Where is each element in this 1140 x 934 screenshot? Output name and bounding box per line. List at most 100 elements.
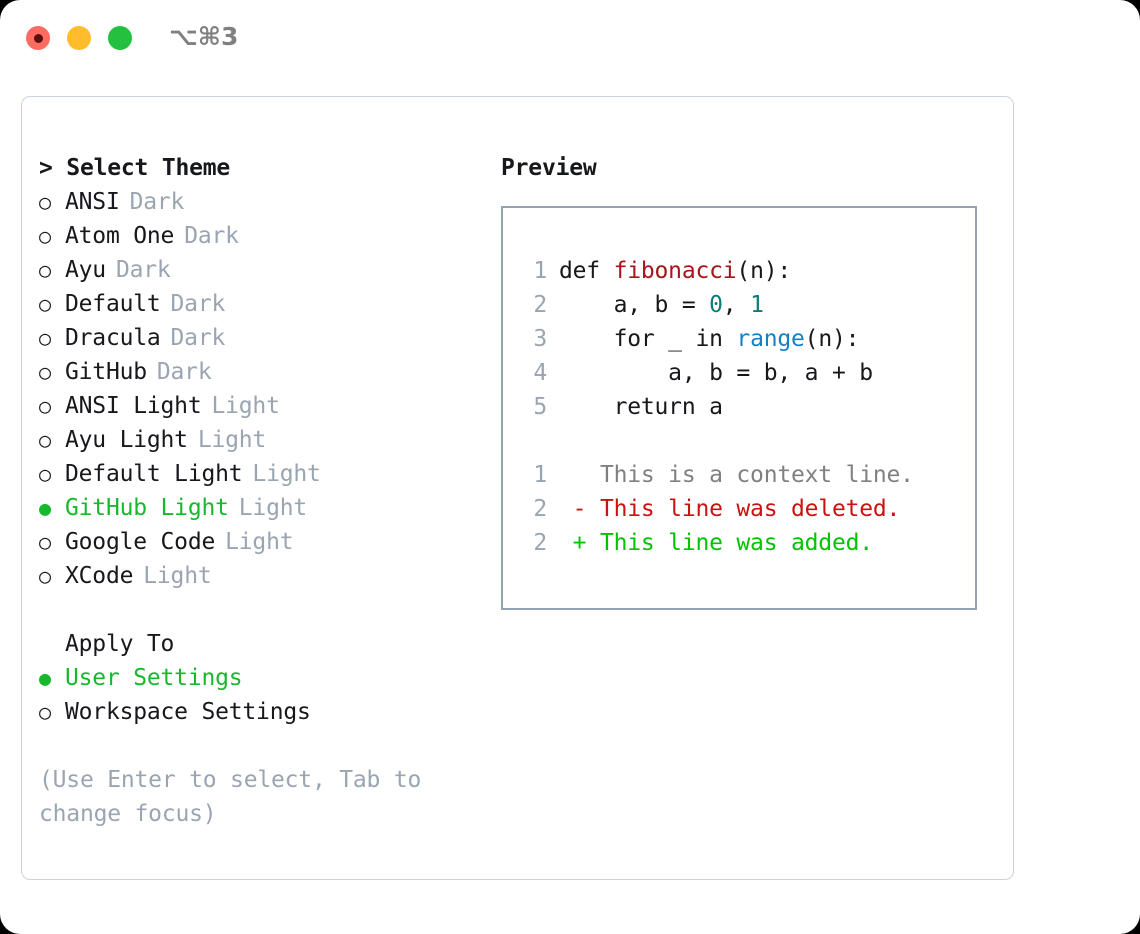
line-number: 2 — [533, 496, 547, 522]
theme-option-label: Google Code — [65, 529, 216, 555]
code-token-call: range — [736, 326, 805, 352]
code-token-fn: fibonacci — [613, 258, 737, 284]
code-line: 5 return a — [521, 390, 969, 424]
code-token-num: 1 — [750, 292, 764, 318]
radio-unselected-icon: ○ — [39, 326, 51, 350]
theme-variant-tag: Light — [197, 427, 267, 453]
theme-variant-tag: Light — [238, 495, 308, 521]
theme-option-label: Atom One — [65, 223, 175, 249]
radio-unselected-icon: ○ — [39, 258, 51, 282]
radio-unselected-icon: ○ — [39, 700, 51, 724]
theme-option-label: GitHub — [65, 359, 147, 385]
radio-unselected-icon: ○ — [39, 190, 51, 214]
line-number: 4 — [533, 360, 547, 386]
line-number: 2 — [533, 292, 547, 318]
theme-option-label: Ayu Light — [65, 427, 188, 453]
code-line: 4 a, b = b, a + b — [521, 356, 969, 390]
minimize-button[interactable] — [67, 26, 91, 50]
diff-line-text: - This line was deleted. — [559, 496, 901, 522]
diff-line-text: This is a context line. — [559, 462, 914, 488]
apply-to-option-workspace-settings[interactable]: ○ Workspace Settings — [39, 695, 489, 729]
code-diff-spacer — [521, 424, 969, 458]
code-token-plain: a, b = b, a + b — [559, 360, 873, 386]
theme-option-label: Dracula — [65, 325, 161, 351]
radio-selected-icon: ● — [39, 496, 51, 520]
diff-line-ctx: 1 This is a context line. — [521, 458, 969, 492]
code-token-plain: (n): — [804, 326, 860, 352]
radio-unselected-icon: ○ — [39, 292, 51, 316]
code-line: 3 for _ in range(n): — [521, 322, 969, 356]
theme-option-xcode[interactable]: ○ XCode Light — [39, 559, 489, 593]
radio-unselected-icon: ○ — [39, 564, 51, 588]
line-number: 1 — [533, 258, 547, 284]
keyboard-hint: (Use Enter to select, Tab to change focu… — [39, 767, 422, 827]
zoom-button[interactable] — [108, 26, 132, 50]
radio-selected-icon: ● — [39, 666, 51, 690]
code-line: 2 a, b = 0, 1 — [521, 288, 969, 322]
theme-variant-tag: Dark — [129, 189, 185, 215]
line-number: 5 — [533, 394, 547, 420]
diff-sample: 1 This is a context line.2 - This line w… — [521, 458, 969, 560]
radio-unselected-icon: ○ — [39, 462, 51, 486]
code-token-num: 0 — [709, 292, 723, 318]
theme-option-label: ANSI — [65, 189, 120, 215]
apply-to-option-label: User Settings — [65, 665, 243, 691]
line-number: 1 — [533, 462, 547, 488]
code-token-plain: (n): — [736, 258, 792, 284]
code-line: 1 def fibonacci(n): — [521, 254, 969, 288]
theme-option-github-light[interactable]: ● GitHub Light Light — [39, 491, 489, 525]
theme-option-ansi[interactable]: ○ ANSI Dark — [39, 185, 489, 219]
apply-to-heading: Apply To — [65, 631, 175, 657]
theme-option-label: Default — [65, 291, 161, 317]
apply-to-option-user-settings[interactable]: ● User Settings — [39, 661, 489, 695]
apply-to-list[interactable]: ● User Settings ○ Workspace Settings — [39, 661, 489, 729]
theme-variant-tag: Light — [225, 529, 294, 555]
keyboard-shortcut-label: ⌥⌘3 — [169, 22, 239, 51]
theme-option-atom-one[interactable]: ○ Atom One Dark — [39, 219, 489, 253]
theme-option-label: GitHub Light — [65, 495, 229, 521]
theme-variant-tag: Dark — [115, 257, 171, 283]
theme-variant-tag: Dark — [170, 291, 226, 317]
code-token-plain: return a — [559, 394, 723, 420]
theme-variant-tag: Light — [211, 393, 280, 419]
theme-option-label: Default Light — [65, 461, 243, 487]
line-number: 2 — [533, 530, 547, 556]
radio-unselected-icon: ○ — [39, 428, 51, 452]
apply-to-option-label: Workspace Settings — [65, 699, 311, 725]
diff-line-del: 2 - This line was deleted. — [521, 492, 969, 526]
title-bar: ⌥⌘3 — [0, 0, 1140, 78]
theme-variant-tag: Dark — [184, 223, 239, 249]
theme-option-label: XCode — [65, 563, 134, 589]
code-token-plain: def — [559, 258, 614, 284]
code-token-plain: for _ in — [559, 326, 737, 352]
radio-unselected-icon: ○ — [39, 224, 51, 248]
radio-unselected-icon: ○ — [39, 394, 51, 418]
theme-option-google-code[interactable]: ○ Google Code Light — [39, 525, 489, 559]
radio-unselected-icon: ○ — [39, 360, 51, 384]
theme-variant-tag: Dark — [170, 325, 226, 351]
theme-option-default[interactable]: ○ Default Dark — [39, 287, 489, 321]
diff-line-text: + This line was added. — [559, 530, 873, 556]
close-button[interactable] — [26, 26, 50, 50]
preview-heading: Preview — [501, 155, 597, 181]
code-token-plain: , — [722, 292, 751, 318]
radio-unselected-icon: ○ — [39, 530, 51, 554]
line-number: 3 — [533, 326, 547, 352]
theme-option-ayu-light[interactable]: ○ Ayu Light Light — [39, 423, 489, 457]
theme-variant-tag: Dark — [156, 359, 212, 385]
theme-option-github[interactable]: ○ GitHub Dark — [39, 355, 489, 389]
theme-option-dracula[interactable]: ○ Dracula Dark — [39, 321, 489, 355]
code-token-plain: a, b = — [559, 292, 710, 318]
theme-variant-tag: Light — [143, 563, 212, 589]
